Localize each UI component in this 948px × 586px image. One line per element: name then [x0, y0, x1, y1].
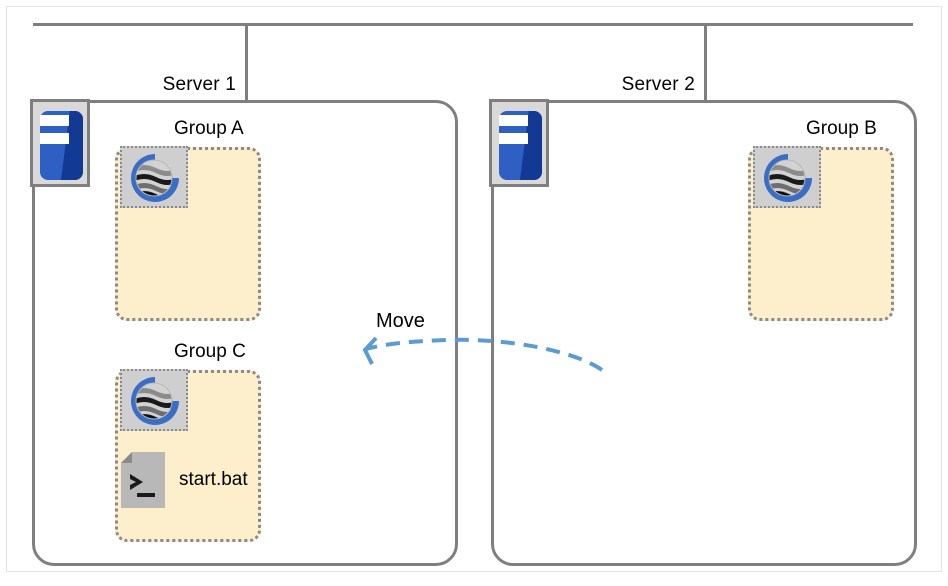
server-icon-bar-top — [499, 115, 528, 126]
group-a-label: Group A — [174, 118, 244, 139]
group-a-box[interactable] — [115, 147, 261, 321]
group-b-box[interactable] — [748, 147, 894, 321]
server-icon-bar-bottom — [40, 133, 69, 144]
server-icon-bar-top — [40, 115, 69, 126]
groove-globe-icon — [131, 154, 179, 202]
bat-file-item[interactable]: start.bat — [121, 452, 248, 508]
server-icon-bar-bottom — [499, 133, 528, 144]
groove-globe-icon — [131, 377, 179, 425]
bat-file-label: start.bat — [179, 469, 248, 490]
bat-file-icon — [121, 452, 165, 508]
group-c-label: Group C — [174, 341, 246, 362]
page-frame — [6, 6, 942, 572]
server-bracket-line — [33, 23, 913, 26]
server-icon — [30, 99, 90, 187]
group-a-groove-globe-icon[interactable] — [120, 146, 188, 208]
groove-globe-icon — [764, 154, 812, 202]
server-1-label: Server 1 — [162, 74, 236, 95]
server-icon — [489, 99, 549, 187]
server-1-bracket-stem — [245, 26, 248, 100]
move-annotation-label: Move — [376, 310, 425, 332]
server-2-label: Server 2 — [621, 74, 695, 95]
group-b-groove-globe-icon[interactable] — [753, 146, 821, 208]
server-2-bracket-stem — [704, 26, 707, 100]
group-c-groove-globe-icon[interactable] — [120, 369, 188, 431]
group-b-label: Group B — [806, 118, 877, 139]
